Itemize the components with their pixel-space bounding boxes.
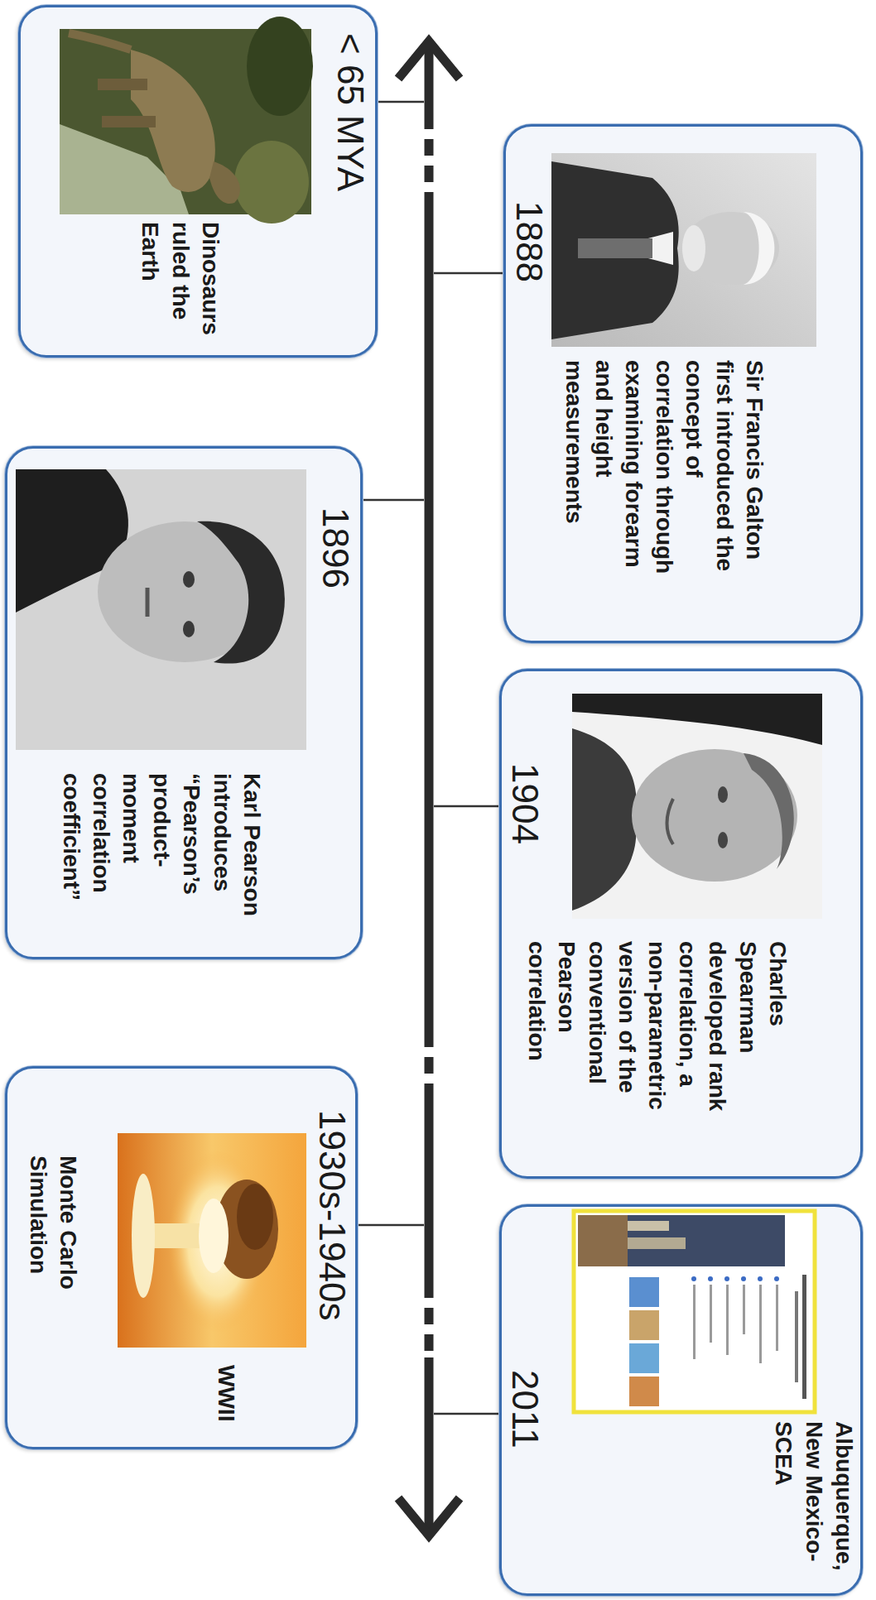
arrow-head (398, 41, 460, 79)
timeline-event-box: < 65 MYA Dinosaurs ruled the Earth (18, 4, 378, 358)
tick-line (433, 1413, 500, 1416)
text-slot: 1930s-1940s (313, 1110, 351, 1442)
tick-line (433, 805, 502, 809)
text-slot: Karl Pearson introduces “Pearson’s produ… (55, 773, 267, 949)
axis-segment (424, 1357, 434, 1534)
event-description: Sir Francis Galton first introduced the … (558, 360, 770, 588)
arrow-head (398, 1498, 460, 1536)
timeline-event-box: 1930s-1940sWWII Monte Carlo Simulation (4, 1066, 358, 1450)
event-year: 1896 (317, 507, 354, 589)
axis-dashes (424, 1281, 434, 1358)
tick-lines (358, 101, 507, 1415)
timeline-event-box: 1896Karl Pearson introduces “Pearson’s p… (4, 446, 363, 960)
axis-segment (424, 204, 434, 1031)
axis-dashes (424, 1030, 434, 1085)
text-slot: WWII (211, 1365, 241, 1444)
event-year: 2011 (506, 1370, 544, 1449)
text-slot: Albuquerque, New Mexico-SCEA (768, 1421, 859, 1588)
text-slot: Charles Spearman developed rank correlat… (520, 941, 793, 1141)
text-slot: < 65 MYA (332, 33, 369, 348)
tick-line (433, 272, 507, 275)
axis-dashes (424, 112, 434, 205)
text-slot: Dinosaurs ruled the Earth (134, 221, 226, 347)
text-slot: Monte Carlo Simulation (22, 1155, 83, 1314)
text-slot: Sir Francis Galton first introduced the … (558, 360, 770, 588)
event-year: 1904 (506, 763, 544, 845)
timeline-event-box: 2011Albuquerque, New Mexico-SCEA (499, 1204, 863, 1597)
axis-segment (424, 43, 434, 113)
event-description: Karl Pearson introduces “Pearson’s produ… (55, 773, 267, 949)
event-description: WWII (211, 1365, 241, 1422)
text-slot: 1888 (510, 201, 548, 450)
timeline-event-box: 1888Sir Francis Galton first introduced … (503, 124, 863, 644)
event-description: Dinosaurs ruled the Earth (134, 221, 226, 347)
event-description: Monte Carlo Simulation (22, 1155, 83, 1314)
tick-line (378, 101, 424, 104)
event-year: 1888 (510, 201, 548, 283)
event-description: Albuquerque, New Mexico-SCEA (768, 1421, 859, 1588)
axis-line (398, 41, 460, 1536)
event-year: 1930s-1940s (313, 1110, 351, 1321)
text-slot: 1896 (317, 507, 354, 839)
event-description: Charles Spearman developed rank correlat… (520, 941, 793, 1141)
text-slot: 2011 (506, 1370, 544, 1578)
event-year: < 65 MYA (332, 33, 369, 192)
tick-line (363, 499, 424, 502)
tick-line (358, 1224, 424, 1228)
timeline-event-box: 1904Charles Spearman developed rank corr… (499, 669, 863, 1180)
axis-segment (424, 1084, 434, 1282)
